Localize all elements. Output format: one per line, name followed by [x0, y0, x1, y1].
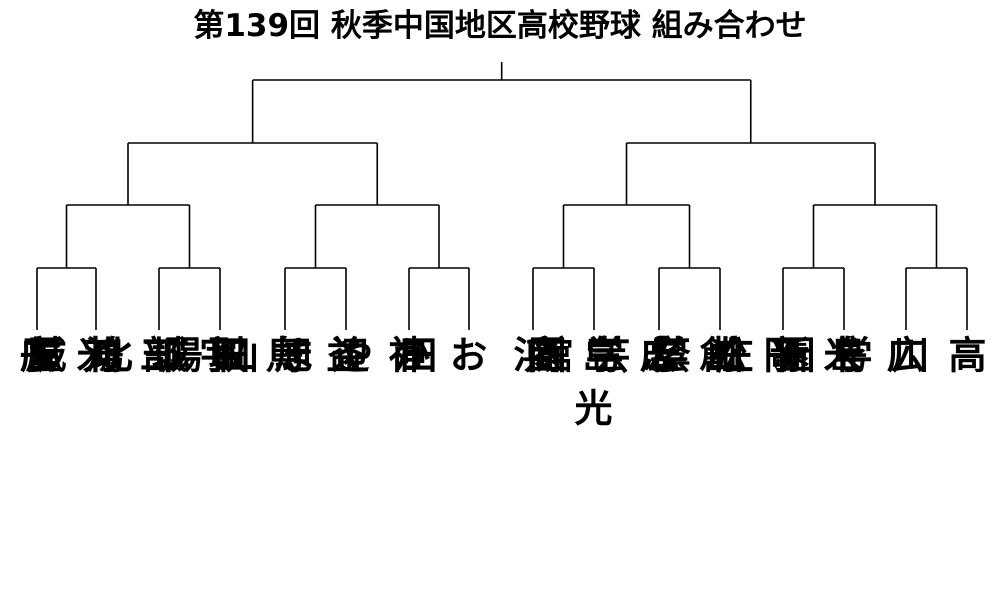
team-name: 鳥取城北 [88, 335, 303, 373]
team-name: おかやま山陽 [158, 335, 487, 373]
bracket-title: 第139回 秋季中国地区高校野球 組み合わせ [193, 8, 807, 44]
team-name: 広島商 [519, 335, 677, 373]
team-name: 光 [568, 388, 612, 426]
team-name: 三刀屋 [19, 335, 177, 373]
team-name: 米子東 [13, 335, 114, 373]
team-name: 米子松蔭 [646, 335, 861, 373]
team-name: 広 陵 [13, 335, 57, 373]
team-name: 浜 田 [393, 335, 551, 373]
team-name: 宇部鴻城 [22, 335, 237, 373]
team-name: 神辺旭 [268, 335, 426, 373]
team-name: 創志学園 [522, 335, 737, 373]
team-name: 岡山学芸館 [529, 335, 801, 373]
team-name: 高川学園 [771, 335, 986, 373]
team-name: 広島新庄 [709, 335, 924, 373]
bracket-lines [36, 62, 968, 330]
team-name: 益 田 [206, 335, 364, 373]
